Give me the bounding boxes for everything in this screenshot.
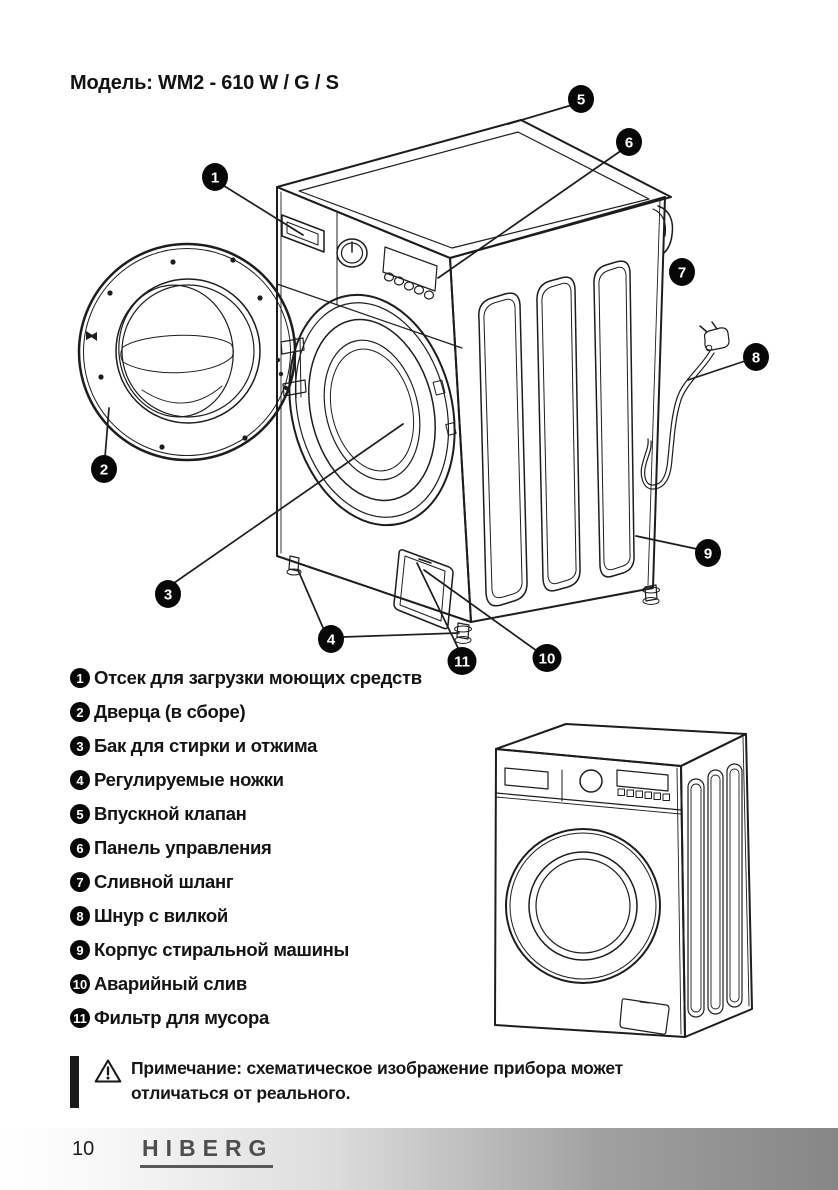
callout-6: 6 [625,135,633,152]
note-text: Примечание: схематическое изображение пр… [131,1056,623,1106]
note-line-1: Примечание: схематическое изображение пр… [131,1058,623,1078]
item-label: Бак для стирки и отжима [94,735,318,756]
list-item: 2 Дверца (в сборе) [70,700,510,724]
machine-front-view [494,723,753,1038]
service-flap [393,549,454,630]
item-badge: 11 [70,1008,90,1028]
item-label: Фильтр для мусора [94,1007,269,1028]
machine-body [276,119,674,623]
item-badge: 10 [70,974,90,994]
drum-porthole [288,293,457,527]
item-label: Впускной клапан [94,803,247,824]
side-channels [478,260,635,607]
item-label: Шнур с вилкой [94,905,228,926]
item-label: Панель управления [94,837,272,858]
item-badge: 4 [70,770,90,790]
callout-8: 8 [752,350,760,367]
item-badge: 6 [70,838,90,858]
item-label: Отсек для загрузки моющих средств [94,667,422,688]
footer-bar: 10 HIBERG [0,1128,838,1190]
callout-2: 2 [100,462,108,479]
list-item: 5 Впускной клапан [70,802,510,826]
callout-11: 11 [454,654,470,671]
callout-7: 7 [678,265,686,282]
item-badge: 9 [70,940,90,960]
list-item: 8 Шнур с вилкой [70,904,510,928]
note-line-2: отличаться от реального. [131,1083,351,1103]
power-cord [640,321,730,490]
list-item: 10 Аварийный слив [70,972,510,996]
page-title: Модель: WM2 - 610 W / G / S [70,72,339,94]
callout-10: 10 [539,651,556,668]
callout-1: 1 [211,170,219,187]
item-badge: 2 [70,702,90,722]
item-label: Дверца (в сборе) [94,701,246,722]
note-accent-bar [70,1056,79,1108]
note-block: Примечание: схематическое изображение пр… [70,1056,760,1108]
item-label: Регулируемые ножки [94,769,284,790]
front-view-diagram [494,723,753,1038]
item-label: Аварийный слив [94,973,247,994]
item-badge: 3 [70,736,90,756]
callout-3: 3 [164,587,172,604]
item-label: Корпус стиральной машины [94,939,350,960]
callout-9: 9 [704,546,712,563]
list-item: 9 Корпус стиральной машины [70,938,510,962]
list-item: 1 Отсек для загрузки моющих средств [70,666,510,690]
callout-5: 5 [577,92,585,109]
list-item: 4 Регулируемые ножки [70,768,510,792]
main-diagram: 1 2 3 4 5 6 7 8 9 10 11 [77,85,769,675]
callout-4: 4 [327,632,336,649]
page-number: 10 [72,1138,95,1160]
list-item: 7 Сливной шланг [70,870,510,894]
item-badge: 7 [70,872,90,892]
feet [286,555,660,644]
callout-badges: 1 2 3 4 5 6 7 8 9 10 11 [91,85,769,675]
control-panel [276,211,463,349]
list-item: 6 Панель управления [70,836,510,860]
callout-leader-lines [104,104,746,652]
item-badge: 8 [70,906,90,926]
door-hinge [280,336,307,399]
list-item: 11 Фильтр для мусора [70,1006,510,1030]
item-badge: 5 [70,804,90,824]
item-label: Сливной шланг [94,871,234,892]
warning-icon [94,1059,122,1083]
parts-list: 1 Отсек для загрузки моющих средств 2 Дв… [70,666,510,1040]
list-item: 3 Бак для стирки и отжима [70,734,510,758]
open-door [77,242,297,462]
brand-logo: HIBERG [140,1135,274,1168]
item-badge: 1 [70,668,90,688]
